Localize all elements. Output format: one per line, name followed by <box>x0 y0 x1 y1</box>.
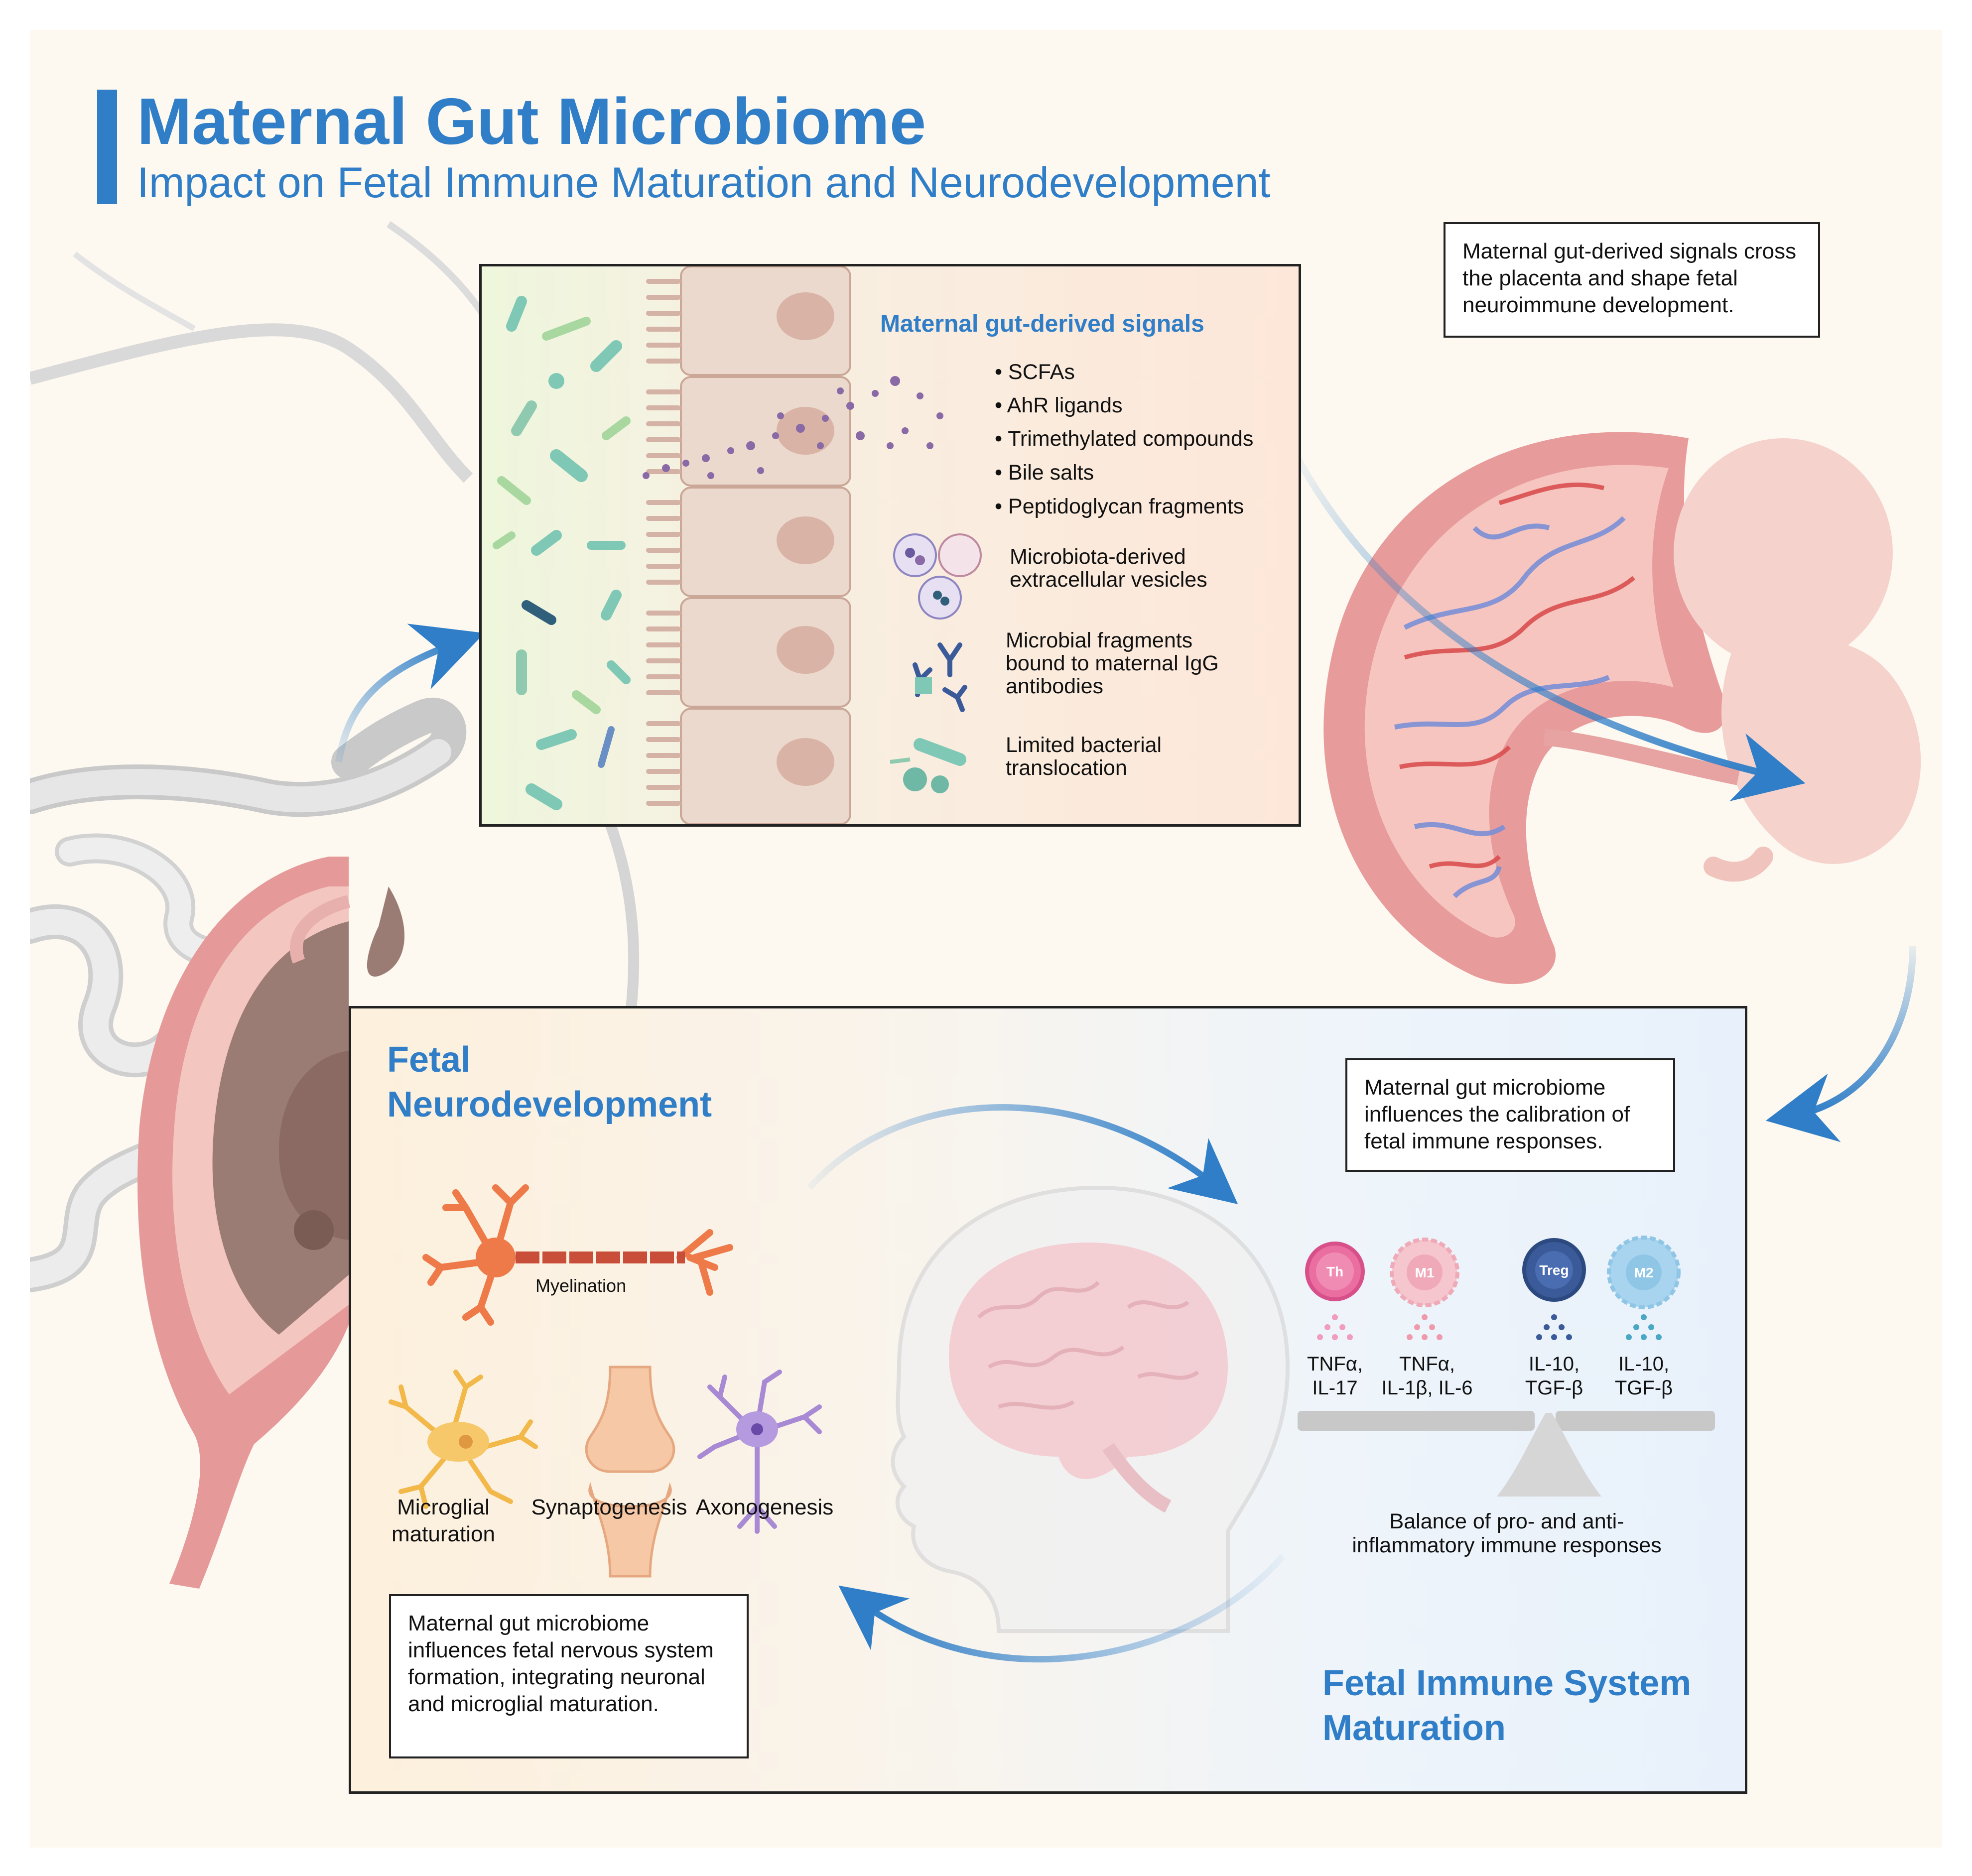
signal-trimethylated: Trimethylated compounds <box>1008 427 1254 451</box>
placenta-callout-text: Maternal gut-derived signals cross the p… <box>1462 239 1797 317</box>
gut-signals-heading: Maternal gut-derived signals <box>880 311 1204 337</box>
cytokine-line: TGF-β <box>1614 1377 1673 1399</box>
signal-item: • Bile salts <box>995 461 1094 485</box>
placenta-callout: Maternal gut-derived signals cross the p… <box>1444 222 1820 338</box>
title-accent-bar <box>97 90 117 204</box>
neuro-callout: Maternal gut microbiome influences fetal… <box>389 1594 749 1758</box>
balance-label-line: Balance of pro- and anti- <box>1389 1509 1624 1533</box>
neuro-heading: Fetal Neurodevelopment <box>387 1037 712 1127</box>
cytokine-line: IL-17 <box>1312 1377 1358 1399</box>
treg-cell-label: Treg <box>1539 1262 1569 1278</box>
microglial-maturation-label: Microglial maturation <box>381 1494 506 1548</box>
m2-cell-label: M2 <box>1634 1265 1654 1280</box>
vesicles-label: Microbiota-derived extracellular vesicle… <box>1010 545 1207 591</box>
immune-heading-line: Maturation <box>1322 1708 1506 1748</box>
igg-label-line: Microbial fragments <box>1006 628 1193 652</box>
immune-heading: Fetal Immune System Maturation <box>1322 1661 1691 1751</box>
translocation-label: Limited bacterial translocation <box>1006 734 1162 779</box>
signal-ahr: AhR ligands <box>1007 393 1123 417</box>
signal-bile-salts: Bile salts <box>1008 461 1094 485</box>
neuro-heading-line: Fetal <box>387 1040 471 1080</box>
microglial-label-line: Microglial <box>397 1495 490 1519</box>
signal-item: • Peptidoglycan fragments <box>995 495 1244 518</box>
gut-epithelium-illustration <box>493 266 982 824</box>
figure-canvas: Maternal Gut Microbiome Impact on Fetal … <box>30 30 1942 1848</box>
myelination-label: Myelination <box>535 1275 627 1296</box>
figure-subtitle: Impact on Fetal Immune Maturation and Ne… <box>137 159 1271 207</box>
igg-label-line: antibodies <box>1006 674 1104 698</box>
signal-item: • Trimethylated compounds <box>995 427 1254 451</box>
axonogenesis-label: Axonogenesis <box>695 1495 834 1519</box>
th-cell-label: Th <box>1326 1264 1343 1279</box>
gut-signals-panel: Maternal gut-derived signals • SCFAs • A… <box>479 264 1301 827</box>
background-anatomy <box>30 221 1921 1589</box>
neuro-callout-text: Maternal gut microbiome influences fetal… <box>408 1611 714 1716</box>
cytokine-line: IL-10, <box>1528 1353 1580 1375</box>
signal-scfa: SCFAs <box>1008 360 1075 384</box>
cytokine-line: TGF-β <box>1525 1377 1583 1399</box>
vesicles-label-line: extracellular vesicles <box>1010 568 1207 592</box>
cytokine-line: TNFα, <box>1307 1353 1363 1375</box>
balance-label-line: inflammatory immune responses <box>1352 1533 1662 1557</box>
treg-cytokines: IL-10, TGF-β <box>1514 1352 1594 1400</box>
th-cytokines: TNFα, IL-17 <box>1300 1352 1370 1400</box>
immune-callout-text: Maternal gut microbiome influences the c… <box>1364 1075 1630 1153</box>
cytokine-line: IL-10, <box>1618 1353 1670 1375</box>
balance-label: Balance of pro- and anti- inflammatory i… <box>1317 1509 1696 1557</box>
m2-cytokines: IL-10, TGF-β <box>1604 1352 1684 1400</box>
translocation-label-line: Limited bacterial <box>1006 733 1162 757</box>
figure-title: Maternal Gut Microbiome <box>137 85 926 158</box>
m1-cytokines: TNFα, IL-1β, IL-6 <box>1377 1352 1477 1400</box>
immune-callout: Maternal gut microbiome influences the c… <box>1345 1058 1675 1172</box>
immune-heading-line: Fetal Immune System <box>1322 1663 1692 1703</box>
cytokine-line: TNFα, <box>1399 1353 1455 1375</box>
igg-label-line: bound to maternal IgG <box>1006 651 1219 675</box>
vesicles-label-line: Microbiota-derived <box>1010 545 1186 569</box>
igg-fragments-label: Microbial fragments bound to maternal Ig… <box>1006 629 1219 698</box>
cytokine-line: IL-1β, IL-6 <box>1381 1377 1473 1399</box>
synaptogenesis-label: Synaptogenesis <box>531 1495 687 1519</box>
signal-peptidoglycan: Peptidoglycan fragments <box>1008 495 1244 518</box>
m1-cell-label: M1 <box>1415 1265 1435 1280</box>
signal-item: • SCFAs <box>995 360 1075 384</box>
translocation-label-line: translocation <box>1006 756 1127 780</box>
microglial-label-line: maturation <box>392 1522 495 1546</box>
neuro-heading-line: Neurodevelopment <box>387 1085 712 1125</box>
signal-item: • AhR ligands <box>995 393 1123 417</box>
neuroimmune-panel: Th M1 Treg M2 <box>349 1006 1747 1794</box>
neuroimmune-illustration: Th M1 Treg M2 <box>389 1104 1715 1663</box>
